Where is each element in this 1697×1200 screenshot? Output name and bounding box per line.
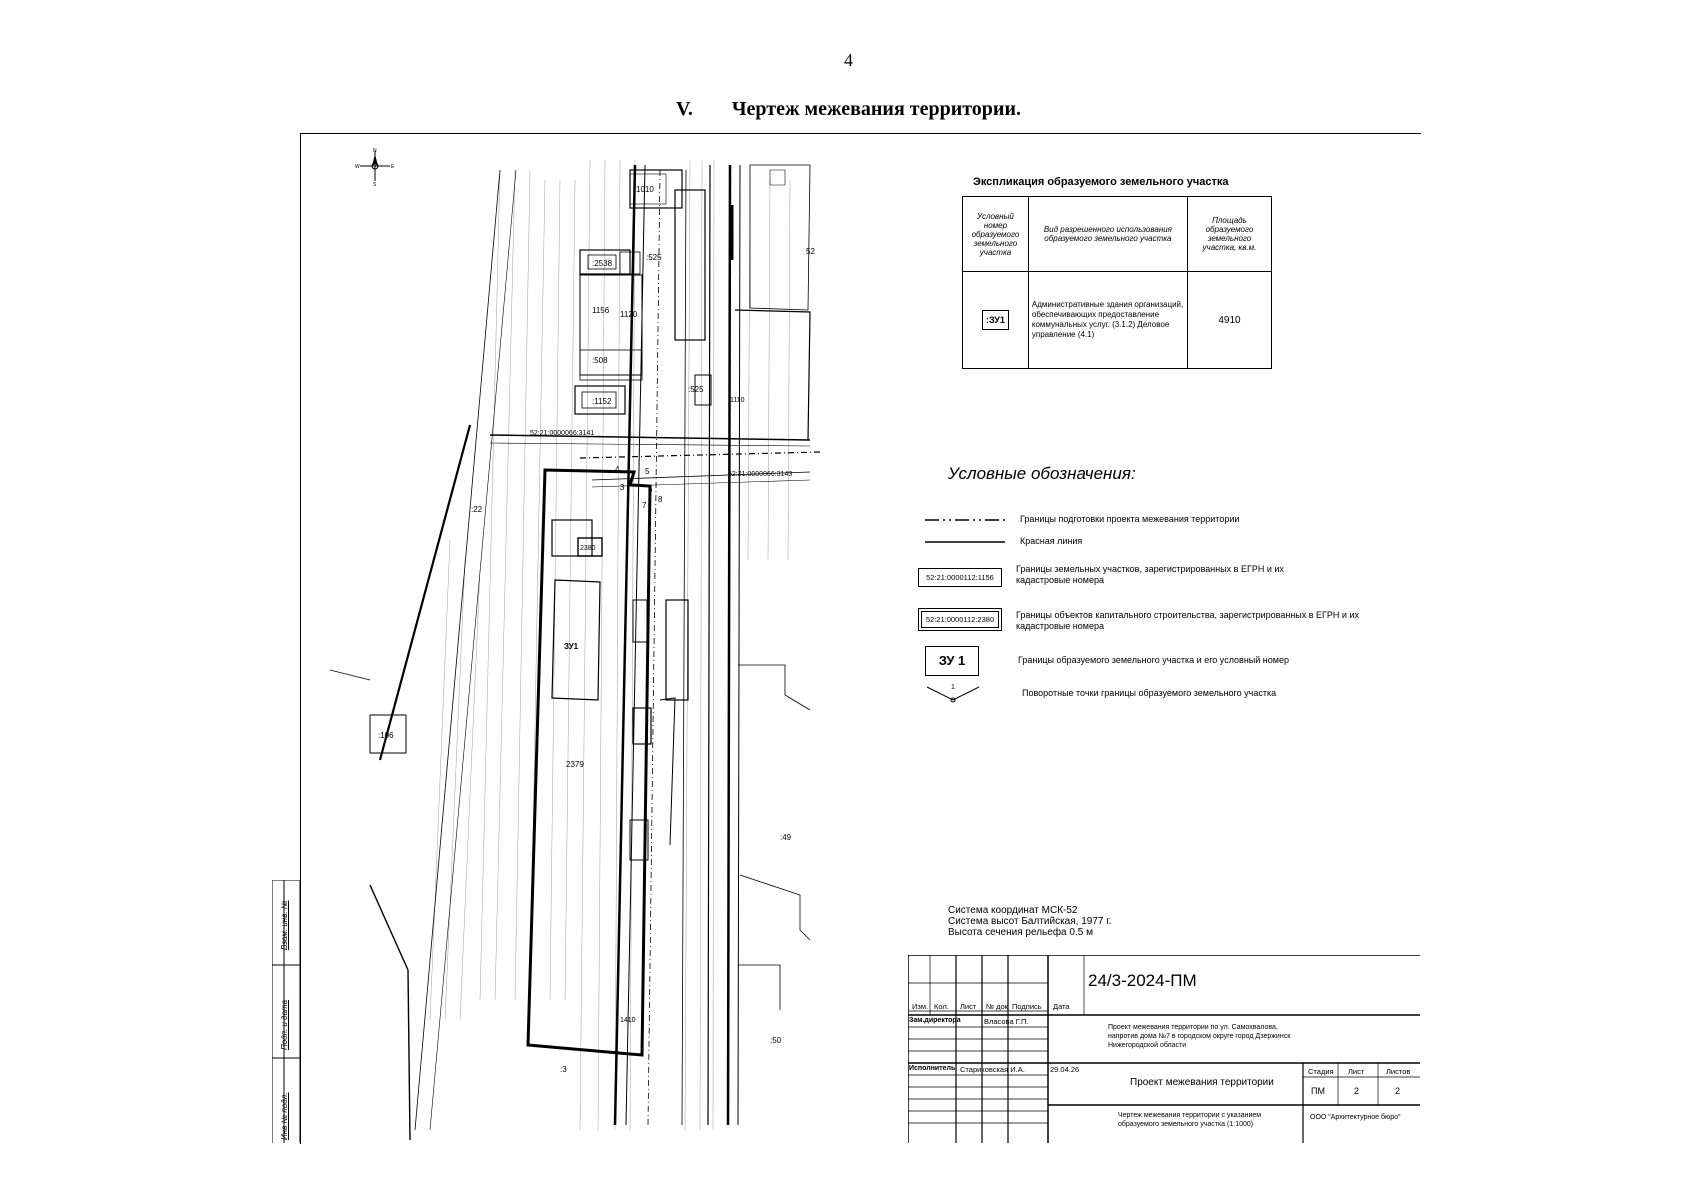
map-label-3141: 52:21:0000066:3141 bbox=[530, 430, 594, 437]
compass-icon: N S W E bbox=[355, 148, 395, 186]
sheets-value: 2 bbox=[1395, 1086, 1401, 1096]
drawing-frame bbox=[300, 133, 1421, 1144]
legend-zu-sample: ЗУ 1 bbox=[925, 646, 979, 676]
map-label-1110: 1110 bbox=[730, 397, 745, 404]
legend-item-1-text: Границы подготовки проекта межевания тер… bbox=[1020, 514, 1240, 524]
map-label-49: :49 bbox=[780, 833, 792, 842]
section-title-text: Чертеж межевания территории. bbox=[731, 98, 1021, 120]
survey-map: 1010 :2538 :525 1156 1120 :508 :525 :115… bbox=[330, 159, 821, 1140]
role-deputy: Зам.директора bbox=[909, 1017, 961, 1024]
zu-code-box: :ЗУ1 bbox=[981, 310, 1009, 330]
cross-street bbox=[489, 434, 821, 488]
page-number: 4 bbox=[844, 50, 853, 70]
legend-boundary-line-icon bbox=[925, 519, 1005, 521]
organization: ООО "Архитектурное бюро" bbox=[1310, 1114, 1401, 1121]
title-block-grid bbox=[908, 955, 1420, 1143]
col-kol: Кол. bbox=[934, 1002, 949, 1011]
sheet-label: Лист bbox=[1348, 1067, 1365, 1076]
map-label-2538: :2538 bbox=[592, 259, 613, 268]
map-label-52: 52 bbox=[806, 247, 815, 256]
map-point-7: 7 bbox=[642, 501, 647, 510]
section-number: V. bbox=[676, 98, 693, 120]
map-hatching bbox=[429, 159, 791, 1131]
compass-n: N bbox=[373, 148, 377, 154]
coordinate-line-3: Высота сечения рельефа 0.5 м bbox=[948, 927, 1093, 938]
map-label-50: :50 bbox=[770, 1036, 782, 1045]
explication-cell-area: 4910 bbox=[1186, 271, 1273, 369]
map-point-6: 6 bbox=[648, 485, 653, 494]
side-label-replace: Взам. инв. № bbox=[280, 900, 289, 950]
name-deputy: Власова Г.П. bbox=[984, 1017, 1029, 1026]
explication-cell-use: Административные здания организаций, обе… bbox=[1027, 271, 1188, 369]
map-label-2379: 2379 bbox=[566, 760, 584, 769]
explication-header-use: Вид разрешенного использования образуемо… bbox=[1027, 196, 1188, 272]
side-label-sign: Подп. и дата bbox=[280, 999, 289, 1050]
map-label-3143: 52:21:0000066:3143 bbox=[728, 471, 792, 478]
section-title: V. Чертеж межевания территории. bbox=[0, 98, 1697, 121]
map-label-2380: 2380 bbox=[580, 545, 596, 552]
project-code: 24/3-2024-ПМ bbox=[1088, 971, 1197, 990]
explication-cell-code: :ЗУ1 bbox=[962, 271, 1029, 369]
side-label-inv: Инв № подл. bbox=[280, 1092, 289, 1140]
upper-parcels bbox=[574, 164, 811, 441]
map-label-zu1: ЗУ1 bbox=[564, 642, 579, 651]
sheet-value: 2 bbox=[1354, 1086, 1360, 1096]
drawing-description: Чертеж межевания территории с указанием … bbox=[1118, 1112, 1262, 1128]
date-executor: 29.04.26 bbox=[1050, 1065, 1080, 1074]
explication-header-area: Площадь образуемого земельного участка, … bbox=[1186, 196, 1273, 272]
coordinate-notes: Система координат МСК-52 Система высот Б… bbox=[948, 905, 1111, 938]
map-label-3: :3 bbox=[560, 1065, 567, 1074]
compass-s: S bbox=[373, 182, 377, 186]
map-label-525b: :525 bbox=[688, 385, 704, 394]
left-area bbox=[330, 424, 472, 1140]
explication-header-code: Условный номер образуемого земельного уч… bbox=[962, 196, 1029, 272]
explication-title: Экспликация образуемого земельного участ… bbox=[973, 176, 1229, 188]
legend-turn-point-icon: 1 bbox=[926, 684, 980, 703]
map-label-106: :106 bbox=[378, 731, 394, 740]
legend-turn-point-number: 1 bbox=[951, 684, 955, 691]
zu1-parcel bbox=[526, 468, 689, 1057]
legend-title: Условные обозначения: bbox=[948, 464, 1136, 483]
legend-item-5-text: Границы образуемого земельного участка и… bbox=[1018, 655, 1289, 665]
map-label-1410: 1410 bbox=[620, 1017, 636, 1024]
legend-building-sample: 52:21:0000112:2380 bbox=[918, 608, 1002, 631]
coordinate-line-1: Система координат МСК-52 bbox=[948, 905, 1078, 916]
col-podpis: Подпись bbox=[1012, 1002, 1042, 1011]
stage-label: Стадия bbox=[1308, 1067, 1334, 1076]
compass-w: W bbox=[355, 164, 360, 170]
map-point-8: 8 bbox=[658, 495, 663, 504]
explication-table: Условный номер образуемого земельного уч… bbox=[962, 196, 1273, 369]
map-label-525a: :525 bbox=[646, 253, 662, 262]
role-executor: Исполнитель bbox=[909, 1065, 956, 1072]
map-point-5: 5 bbox=[645, 467, 650, 476]
stage-value: ПМ bbox=[1311, 1086, 1325, 1096]
col-data: Дата bbox=[1053, 1002, 1070, 1011]
map-point-4: 4 bbox=[615, 465, 620, 474]
legend-item-6-text: Поворотные точки границы образуемого зем… bbox=[1022, 688, 1277, 698]
legend-red-line-icon bbox=[925, 541, 1005, 543]
sheets-label: Листов bbox=[1386, 1067, 1411, 1076]
legend-parcel-sample: 52:21:0000112:1156 bbox=[918, 568, 1002, 587]
map-label-1120: 1120 bbox=[620, 310, 638, 319]
project-description: Проект межевания территории по ул. Самох… bbox=[1108, 1024, 1291, 1049]
col-izm: Изм. bbox=[912, 1002, 929, 1011]
legend-item-3-text: Границы земельных участков, зарегистриро… bbox=[1016, 564, 1284, 585]
map-label-1010: 1010 bbox=[636, 185, 654, 194]
name-executor: Стариковская И.А. bbox=[960, 1065, 1025, 1074]
side-stamp-grid bbox=[272, 880, 301, 1143]
map-label-1156: 1156 bbox=[592, 306, 610, 315]
title-block: 24/3-2024-ПМ Изм. Кол. Лист № док Подпис… bbox=[908, 955, 1420, 1143]
document-title: Проект межевания территории bbox=[1130, 1077, 1274, 1088]
coordinate-line-2: Система высот Балтийская, 1977 г. bbox=[948, 916, 1112, 927]
map-label-508: :508 bbox=[592, 356, 608, 365]
legend-item-4-text: Границы объектов капитального строительс… bbox=[1016, 610, 1359, 631]
compass-e: E bbox=[391, 164, 395, 170]
map-label-22: :22 bbox=[471, 505, 483, 514]
col-list: Лист bbox=[960, 1002, 977, 1011]
map-point-3: 3 bbox=[620, 483, 625, 492]
col-ndoc: № док bbox=[986, 1002, 1008, 1011]
legend-item-2-text: Красная линия bbox=[1020, 536, 1083, 546]
map-label-1152: :1152 bbox=[592, 397, 612, 406]
right-areas bbox=[738, 664, 811, 1010]
